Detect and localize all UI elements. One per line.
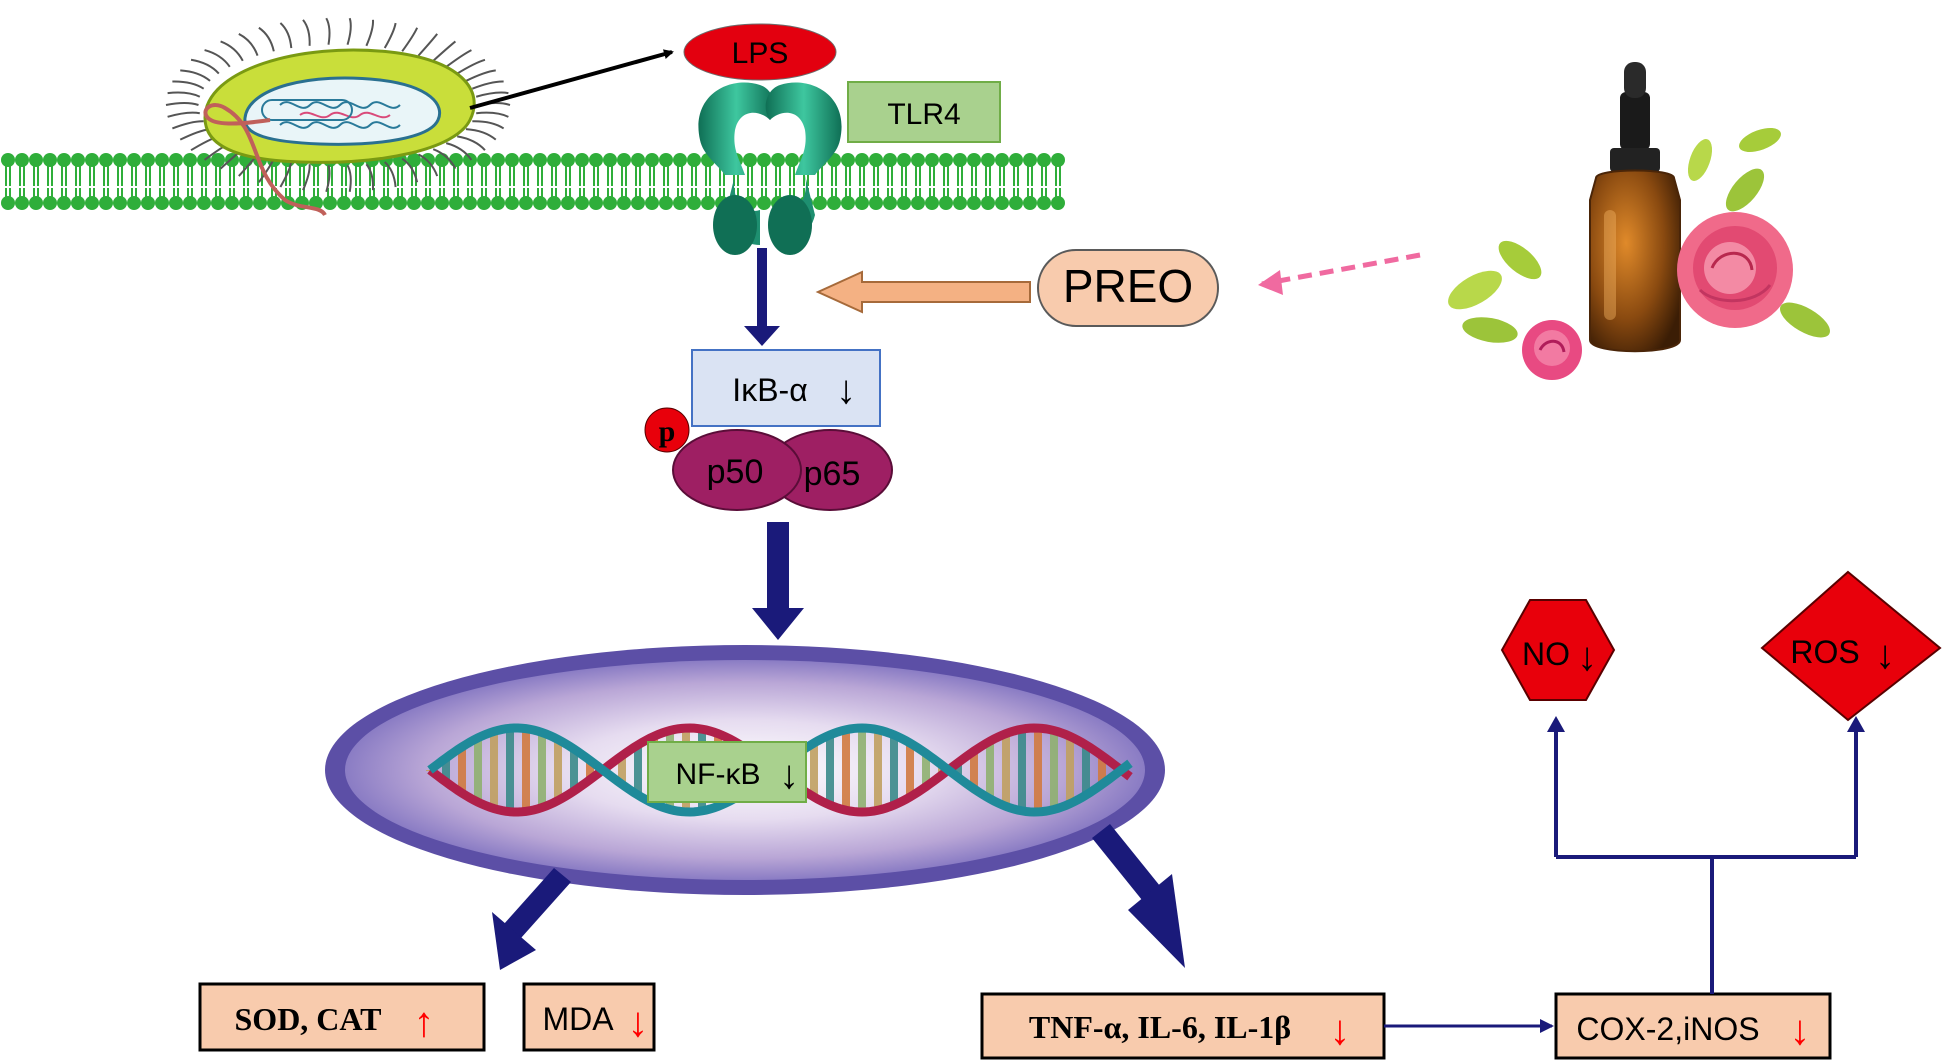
cytokines-down-arrow-icon: ↓ <box>1330 1006 1351 1053</box>
cox-inos-node: COX-2,iNOS ↓ <box>1554 992 1832 1060</box>
rose-essential-oil-icon <box>1448 62 1830 380</box>
bacterium-to-lps-arrow <box>469 49 674 110</box>
ros-label: ROS <box>1790 634 1859 670</box>
mda-node: MDA ↓ <box>522 982 656 1052</box>
preo-node: PREO <box>1037 249 1219 327</box>
lps-label: LPS <box>732 37 789 70</box>
preo-inhibition-arrow <box>815 270 1031 314</box>
no-label: NO <box>1522 636 1570 672</box>
ros-arrowhead-icon <box>1847 716 1865 732</box>
tlr4-node: TLR4 <box>847 81 1001 143</box>
mda-label: MDA <box>542 1001 614 1037</box>
p50-label: p50 <box>707 453 764 491</box>
p50-p65-complex: p50 p65 <box>672 429 893 511</box>
nfkb-label: NF-κB <box>676 758 761 791</box>
ikb-label: IκB-α <box>732 372 807 408</box>
p65-label: p65 <box>804 455 861 493</box>
sod-cat-up-arrow-icon: ↑ <box>414 998 435 1045</box>
no-node: NO ↓ <box>1500 599 1616 701</box>
complex-to-nucleus-arrow <box>752 522 804 640</box>
cox-inos-down-arrow-icon: ↓ <box>1790 1006 1811 1053</box>
phospho-label: p <box>659 415 676 448</box>
tlr4-label: TLR4 <box>887 98 960 131</box>
no-down-arrow-icon: ↓ <box>1577 635 1597 679</box>
ikb-down-arrow-icon: ↓ <box>836 368 856 412</box>
cytokines-node: TNF-α, IL-6, IL-1β ↓ <box>980 992 1386 1060</box>
no-arrowhead-icon <box>1547 716 1565 732</box>
lps-node: LPS <box>683 23 837 81</box>
sod-cat-node: SOD, CAT ↑ <box>198 982 486 1052</box>
cox-to-no-ros-connector <box>1554 728 1858 994</box>
sod-cat-label: SOD, CAT <box>235 1001 382 1037</box>
nucleus-to-antioxidants-arrow <box>492 868 571 970</box>
cytokines-label: TNF-α, IL-6, IL-1β <box>1029 1009 1291 1045</box>
nucleus-to-cytokines-arrow <box>1092 824 1185 968</box>
bacterium-icon <box>165 17 511 217</box>
essential-oil-to-preo-arrow <box>1258 252 1421 295</box>
preo-label: PREO <box>1063 260 1193 312</box>
ros-node: ROS ↓ <box>1760 570 1942 722</box>
ikb-alpha-node: IκB-α ↓ <box>691 349 881 427</box>
cell-membrane <box>1 153 1065 210</box>
cox-inos-label: COX-2,iNOS <box>1576 1011 1759 1047</box>
nfkb-node: NF-κB ↓ <box>647 741 807 803</box>
ros-down-arrow-icon: ↓ <box>1875 633 1895 677</box>
tlr4-receptor-icon <box>698 82 842 255</box>
tlr4-to-ikb-arrow <box>744 248 780 346</box>
nfkb-down-arrow-icon: ↓ <box>779 753 799 797</box>
phospho-marker: p <box>644 407 690 453</box>
mda-down-arrow-icon: ↓ <box>628 998 649 1045</box>
